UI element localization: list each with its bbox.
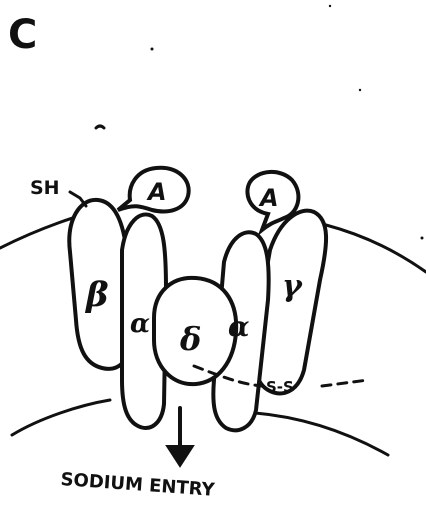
- speck-dot: [421, 237, 424, 240]
- caption-sodium-entry: SODIUM ENTRY: [60, 469, 216, 501]
- membrane-inner: [12, 400, 110, 435]
- speck-dot: [329, 5, 331, 7]
- disulfide-tail: [322, 380, 368, 386]
- label-ligand-left: A: [146, 178, 167, 206]
- membrane-inner: [240, 412, 388, 455]
- speck-mark: [96, 126, 104, 128]
- speck-dot: [151, 48, 154, 51]
- sh-pointer: [70, 192, 86, 206]
- label-gamma: γ: [282, 269, 303, 304]
- label-ligand-right: A: [258, 184, 279, 212]
- label-alpha-right: α: [228, 310, 250, 343]
- panel-letter: C: [8, 12, 37, 58]
- label-delta: δ: [179, 320, 201, 358]
- membrane-outer: [326, 225, 426, 272]
- sodium-arrow-head: [167, 446, 193, 466]
- speck-dot: [359, 89, 361, 91]
- label-alpha-left: α: [130, 309, 150, 339]
- label-sh: SH: [30, 177, 60, 199]
- label-disulfide: S-S: [266, 378, 294, 396]
- label-beta: β: [84, 275, 109, 315]
